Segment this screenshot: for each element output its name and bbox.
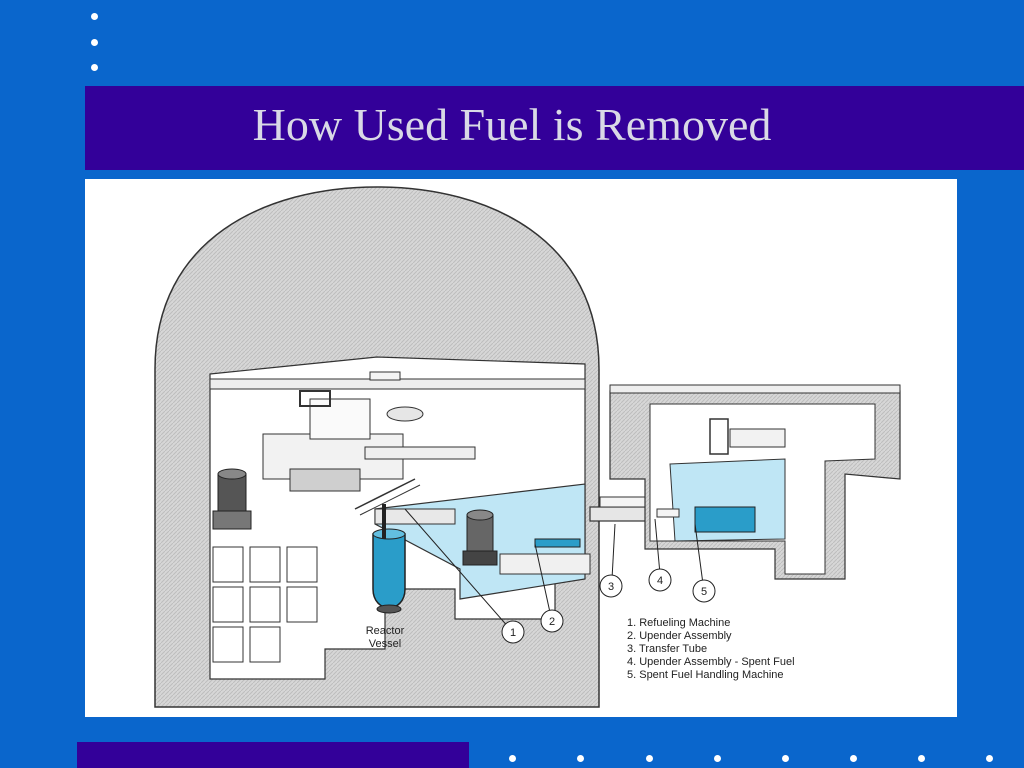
callout-2: 2 xyxy=(540,609,564,633)
control-console xyxy=(289,468,361,492)
slide-title: How Used Fuel is Removed xyxy=(252,99,772,150)
reactor-vessel xyxy=(372,533,406,609)
decor-dot xyxy=(986,755,993,762)
title-band: How Used Fuel is Removed xyxy=(85,86,1024,170)
legend-item-3: 3. Transfer Tube xyxy=(627,643,707,655)
decor-dot xyxy=(509,755,516,762)
callout-leaders xyxy=(404,508,704,630)
pool-wall xyxy=(374,508,456,525)
footer-band xyxy=(77,742,469,768)
decor-dot xyxy=(91,13,98,20)
decor-dot xyxy=(91,39,98,46)
upender-assembly xyxy=(466,514,494,556)
legend-item-1: 1. Refueling Machine xyxy=(627,617,730,629)
reactor-vessel-label-line2: Vessel xyxy=(369,638,401,650)
cask-area xyxy=(729,428,786,448)
upender-base xyxy=(462,550,498,566)
pump-top xyxy=(217,468,247,480)
machine-mast-frame xyxy=(299,390,331,407)
fuel-carriage xyxy=(534,538,581,548)
transfer-tube-housing xyxy=(599,496,651,508)
callout-5: 5 xyxy=(692,579,716,603)
upender-spent-fuel xyxy=(656,508,680,518)
reactor-diagram-svg: 1 2 3 4 5 Reactor Vessel 1. Refueling Ma… xyxy=(154,186,901,708)
decor-dot xyxy=(918,755,925,762)
svg-text:5: 5 xyxy=(701,586,707,598)
reactor-vessel-label-line1: Reactor xyxy=(366,625,405,637)
fuel-building-roof xyxy=(609,384,901,394)
vessel-head xyxy=(372,528,406,540)
legend-item-2: 2. Upender Assembly xyxy=(627,630,732,642)
decor-dot xyxy=(782,755,789,762)
decor-dot xyxy=(646,755,653,762)
stairs-rail xyxy=(359,484,421,516)
spent-fuel-racks xyxy=(694,506,756,533)
lower-structure xyxy=(499,553,591,575)
decor-dot xyxy=(714,755,721,762)
svg-text:1: 1 xyxy=(510,627,516,639)
callout-1: 1 xyxy=(501,620,525,644)
decor-dot xyxy=(91,64,98,71)
crane-trolley xyxy=(369,371,401,381)
legend: 1. Refueling Machine 2. Upender Assembly… xyxy=(627,617,795,681)
decor-dot xyxy=(577,755,584,762)
reactor-diagram: 1 2 3 4 5 Reactor Vessel 1. Refueling Ma… xyxy=(85,179,957,717)
svg-text:4: 4 xyxy=(657,575,663,587)
upender-top xyxy=(466,509,494,521)
vessel-core xyxy=(376,604,402,614)
walkway xyxy=(364,446,476,460)
vessel-mast xyxy=(382,504,386,539)
machine-hatch xyxy=(386,406,424,422)
pump-base xyxy=(212,510,252,530)
svg-text:3: 3 xyxy=(608,581,614,593)
callout-3: 3 xyxy=(599,574,623,598)
stairs xyxy=(354,478,416,510)
legend-item-5: 5. Spent Fuel Handling Machine xyxy=(627,669,784,681)
svg-text:2: 2 xyxy=(549,616,555,628)
lower-compartments xyxy=(212,546,318,663)
pump-body xyxy=(217,473,247,515)
decor-dot xyxy=(850,755,857,762)
fuel-handling-machine xyxy=(709,418,729,455)
callout-4: 4 xyxy=(648,568,672,592)
legend-item-4: 4. Upender Assembly - Spent Fuel xyxy=(627,656,795,668)
